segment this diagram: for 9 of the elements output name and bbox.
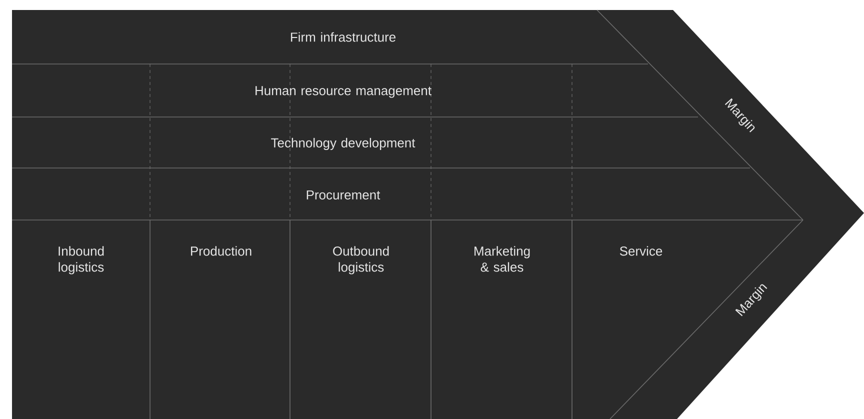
activity-label: Technology development bbox=[271, 138, 416, 150]
activity-label: Firm infrastructure bbox=[290, 32, 396, 42]
activity-label: Human resource management bbox=[256, 86, 432, 98]
activity-label: Procurement bbox=[306, 190, 380, 200]
activity-label: Service bbox=[620, 246, 662, 256]
activity-label: Inbound logistics bbox=[58, 246, 104, 274]
activity-label: Production bbox=[191, 246, 252, 256]
activity-label: Marketing & sales bbox=[474, 246, 530, 272]
activity-label: Outbound logistics bbox=[333, 246, 389, 274]
